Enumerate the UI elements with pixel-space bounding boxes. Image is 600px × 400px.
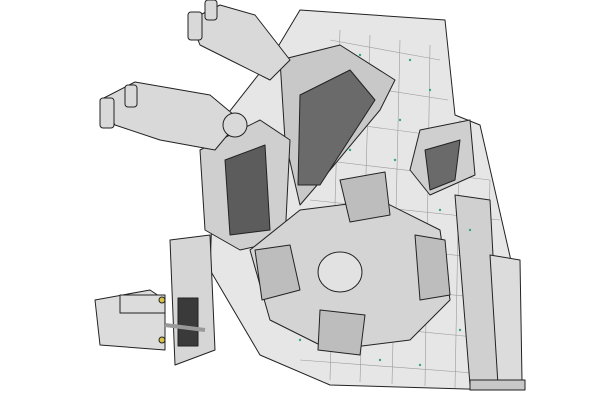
apron-liner-dark	[297, 69, 376, 186]
middle-adjustment-unit	[99, 81, 248, 151]
inspection-door	[177, 297, 199, 347]
blow-bar-top	[339, 171, 391, 223]
bolt-dots	[298, 53, 472, 367]
yellow-fitting	[158, 296, 166, 304]
blow-bar-left	[254, 244, 301, 301]
rotor-shaft-hub	[317, 251, 363, 293]
base-foot	[469, 379, 526, 391]
breaker-liner	[424, 139, 461, 191]
lower-apron-liner	[224, 144, 271, 236]
blow-bar-bottom	[317, 309, 366, 356]
yellow-fitting	[158, 336, 166, 344]
top-adjustment-unit	[187, 0, 291, 81]
bottom-adjustment-unit	[94, 289, 206, 351]
blow-bar-right	[414, 234, 451, 301]
